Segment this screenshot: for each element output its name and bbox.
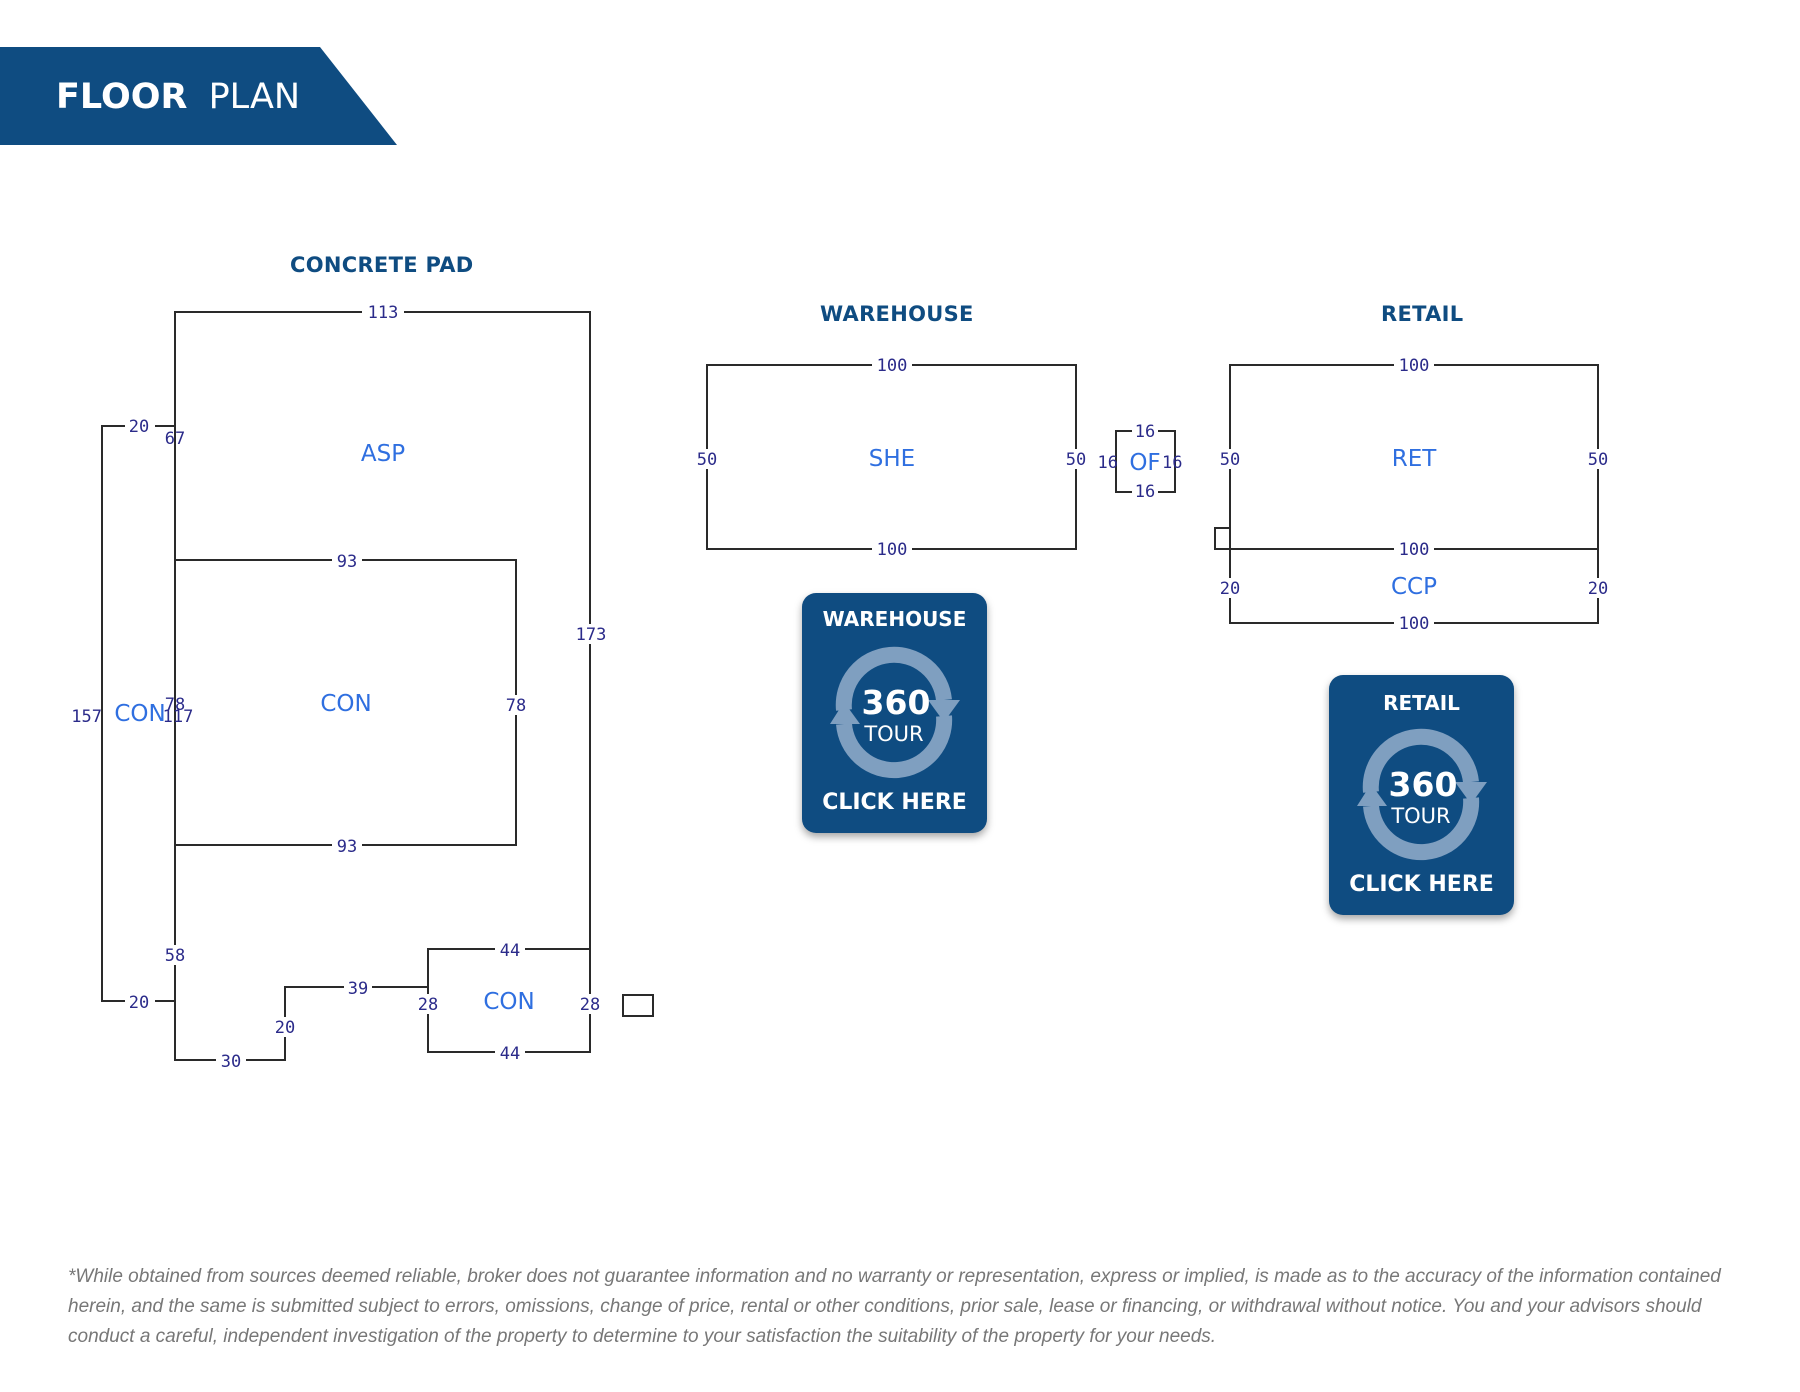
tour-360-number: 360 [862,683,931,722]
small-box-outline [622,994,654,1017]
dim-pad-left-67: 67 [165,429,185,449]
dim-ret-top: 100 [1399,356,1430,376]
retail-heading: RETAIL [1381,302,1464,326]
dim-of-bottom: 16 [1135,482,1155,502]
dim-wh-right: 50 [1066,450,1086,470]
room-label-con-small: CON [483,989,534,1015]
dim-of-left: 16 [1098,453,1118,473]
dim-ccp-bottom: 100 [1399,614,1430,634]
retail-click-here[interactable]: CLICK HERE [1349,872,1494,897]
header-banner: FLOOR PLAN [0,47,397,145]
dim-pad-left-78: 78 [165,695,185,715]
dim-ccp-left: 20 [1220,579,1240,599]
dim-pad-left-20-bottom: 20 [129,993,149,1013]
room-label-ret: RET [1392,446,1438,472]
banner-shape [0,47,397,145]
dim-ret-right: 50 [1588,450,1608,470]
dim-ccp-right: 20 [1588,579,1608,599]
room-label-con-main: CON [320,691,371,717]
room-label-con-left: CON [114,701,165,727]
warehouse-tour-label: WAREHOUSE [822,607,967,631]
dim-pad-right-173: 173 [576,625,607,645]
dim-pad-left-20-top: 20 [129,417,149,437]
title-bold: FLOOR [56,77,187,117]
room-label-ccp: CCP [1391,574,1437,600]
dimension-labels: 113 20 67 93 173 157 78 117 78 93 58 20 … [71,303,1611,1072]
dim-ret-left: 50 [1220,450,1240,470]
warehouse-heading: WAREHOUSE [820,302,974,326]
dim-pad-inner-93-bottom: 93 [337,837,357,857]
room-label-of: OF [1129,450,1160,476]
dim-wh-left: 50 [697,450,717,470]
retail-360-tour-button[interactable]: RETAIL 360 TOUR CLICK HERE [1329,675,1514,915]
disclaimer-text: *While obtained from sources deemed reli… [68,1266,1721,1347]
dim-of-right: 16 [1162,453,1182,473]
dim-ret-mid: 100 [1399,540,1430,560]
dim-small-right-28: 28 [580,995,600,1015]
concrete-pad-heading: CONCRETE PAD [290,253,474,277]
tour-360-icon: 360 TOUR [1357,728,1487,861]
dim-small-top-44: 44 [500,941,520,961]
warehouse-click-here[interactable]: CLICK HERE [822,790,967,815]
title-regular: PLAN [209,77,301,117]
dim-of-top: 16 [1135,422,1155,442]
dim-pad-inner-78: 78 [506,696,526,716]
dim-wh-top: 100 [877,356,908,376]
dim-wh-bottom: 100 [877,540,908,560]
page-title: FLOOR PLAN [56,77,300,117]
dim-pad-left-117: 117 [163,707,194,727]
dim-pad-step-39: 39 [348,979,368,999]
tour-360-number: 360 [1389,765,1458,804]
room-label-she: SHE [869,446,915,472]
tour-word: TOUR [1390,804,1450,828]
tour-360-icon: 360 TOUR [830,646,960,779]
retail-tour-label: RETAIL [1383,691,1460,715]
dim-pad-left-58: 58 [165,946,185,966]
dim-pad-inner-93-top: 93 [337,552,357,572]
dim-pad-top: 113 [368,303,399,323]
floor-plan-sketch: ASP CON CON CON SHE OF RET CCP 113 20 67… [71,303,1611,1072]
dim-small-bottom-44: 44 [500,1044,520,1064]
dim-pad-bottom-30: 30 [221,1052,241,1072]
tour-word: TOUR [863,722,923,746]
warehouse-360-tour-button[interactable]: WAREHOUSE 360 TOUR CLICK HERE [802,593,987,833]
dim-pad-left-157: 157 [71,707,102,727]
room-label-asp: ASP [361,441,405,467]
dim-small-left-28: 28 [418,995,438,1015]
dim-pad-step-20: 20 [275,1018,295,1038]
